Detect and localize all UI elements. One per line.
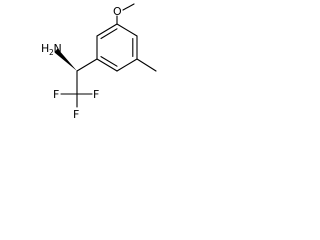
ring-bond-c6-c1 (96, 58, 118, 72)
ring-double-bond-c6-c1 (100, 56, 118, 67)
structure-diagram: H 2 N O F F F (41, 3, 157, 121)
bond-ring-to-methyl (136, 58, 157, 72)
stereo-wedge-bond (54, 48, 77, 71)
ring-bond-c5-c6 (116, 58, 138, 72)
bond-methoxy-o-to-methyl (122, 3, 135, 11)
amine-label-subscript: 2 (49, 48, 54, 57)
fluorine-right-label: F (93, 88, 99, 101)
bond-chiral-c-to-ring (76, 58, 98, 72)
fluorine-bottom-label: F (73, 108, 79, 121)
fluorine-left-label: F (53, 88, 59, 101)
methoxy-oxygen-label: O (113, 5, 122, 18)
ring-bond-c2-c3 (96, 23, 118, 37)
amine-label-h: H (41, 42, 49, 55)
ring-bond-c3-c4 (116, 23, 138, 37)
amine-label-n: N (54, 42, 62, 55)
ring-double-bond-c2-c3 (100, 28, 118, 40)
